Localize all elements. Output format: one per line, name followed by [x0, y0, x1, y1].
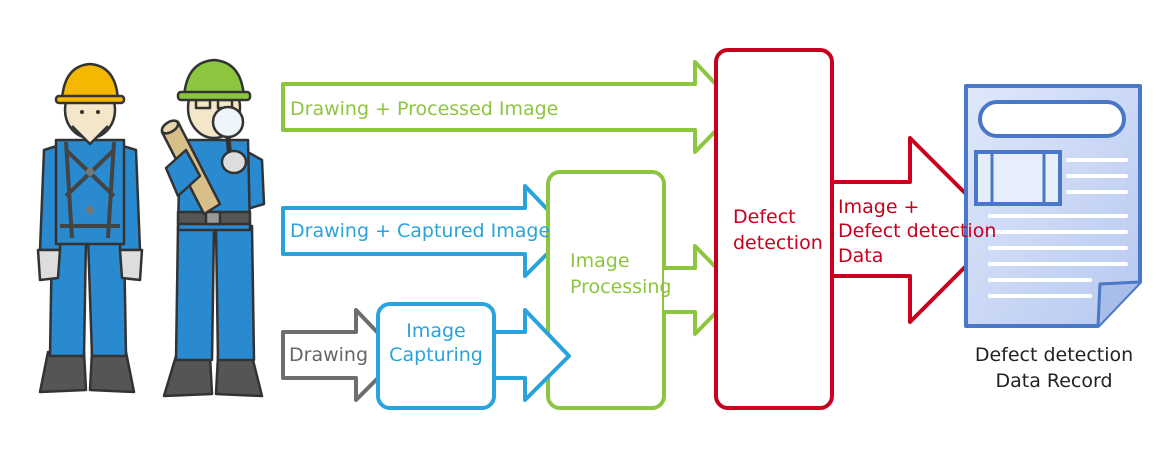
box-capturing-line1: Image	[406, 320, 466, 342]
arrow-captured-label: Drawing + Captured Image	[290, 220, 551, 242]
inspector-with-magnifier-icon	[160, 58, 266, 398]
record-caption-line2: Data Record	[995, 370, 1113, 392]
output-arrow-line2: Defect detection	[838, 220, 997, 242]
box-detection-line2: detection	[733, 232, 823, 254]
box-detection-line1: Defect	[733, 206, 796, 228]
output-arrow-line3: Data	[838, 245, 884, 267]
arrow-capturing-to-processing	[490, 308, 571, 402]
worker-with-harness-icon	[36, 62, 144, 394]
output-arrow-line1: Image +	[838, 196, 920, 218]
box-capturing-line2: Capturing	[389, 344, 483, 366]
record-caption-line1: Defect detection	[974, 344, 1134, 366]
arrow-drawing-label: Drawing	[289, 344, 369, 366]
box-defect-detection	[714, 48, 834, 410]
box-processing-line1: Image	[570, 250, 630, 272]
document-icon	[964, 84, 1142, 328]
arrow-output-data	[818, 136, 1004, 324]
arrow-processed-label: Drawing + Processed Image	[290, 98, 559, 120]
box-image-capturing	[376, 302, 496, 410]
box-processing-line2: Processing	[570, 276, 672, 298]
